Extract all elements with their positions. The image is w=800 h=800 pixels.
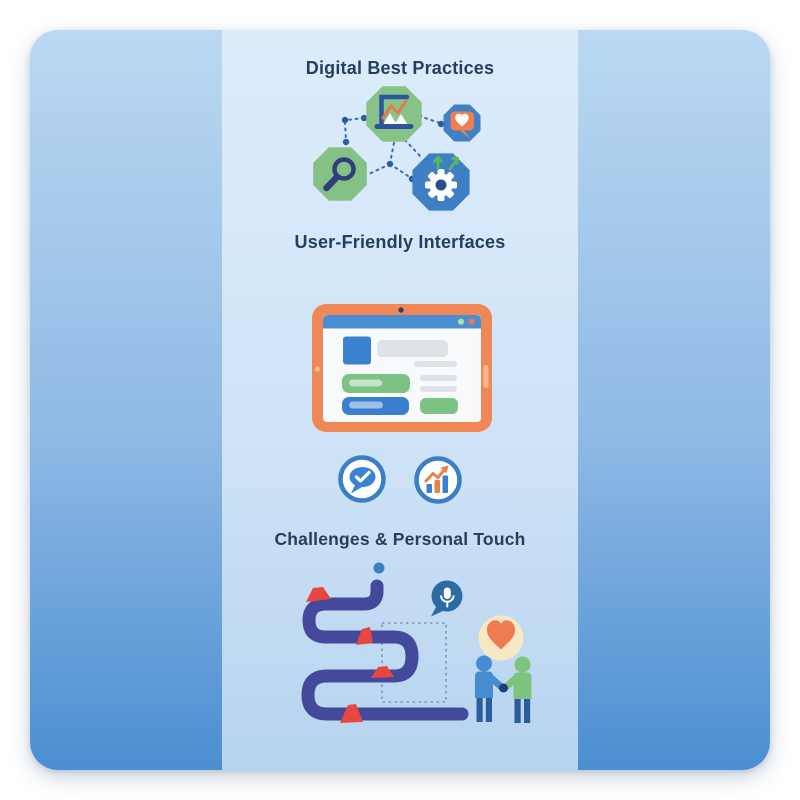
section-title-challenges-personal-touch: Challenges & Personal Touch [274, 529, 526, 549]
section-title-user-friendly-interfaces: User-Friendly Interfaces [294, 232, 506, 252]
section-title-digital-best-practices: Digital Best Practices [305, 58, 495, 78]
center-panel [222, 30, 578, 770]
poster-card [30, 30, 770, 770]
